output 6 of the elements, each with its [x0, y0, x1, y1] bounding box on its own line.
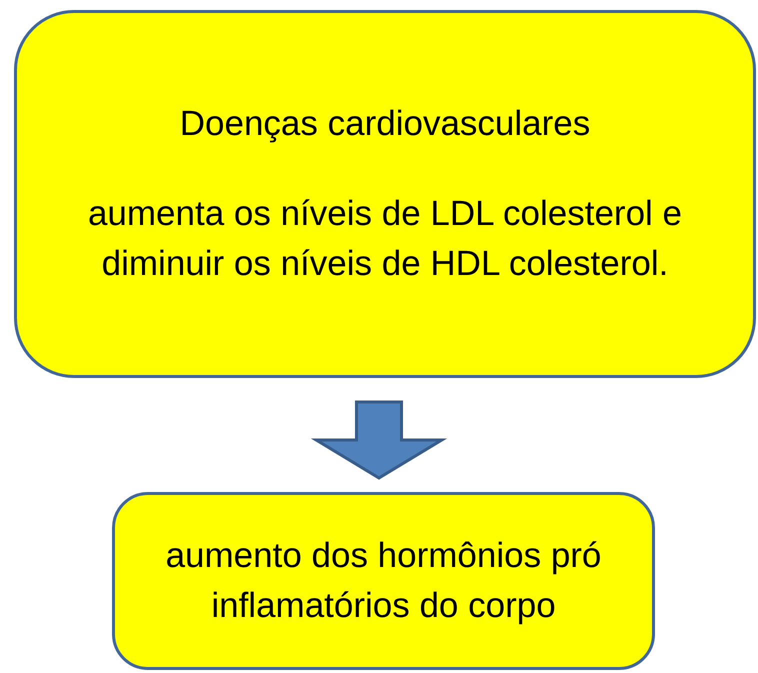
block-arrow: [310, 400, 448, 480]
box-text: aumento dos hormônios pró inflamatórios do corpo: [164, 535, 602, 627]
rounded-box: [112, 492, 655, 670]
box-text: aumenta os níveis de LDL colesterol e diminuir os níveis de HDL colesterol.: [86, 193, 684, 285]
rounded-box: [14, 10, 756, 378]
box-heading: Doenças cardiovasculares: [180, 103, 590, 146]
